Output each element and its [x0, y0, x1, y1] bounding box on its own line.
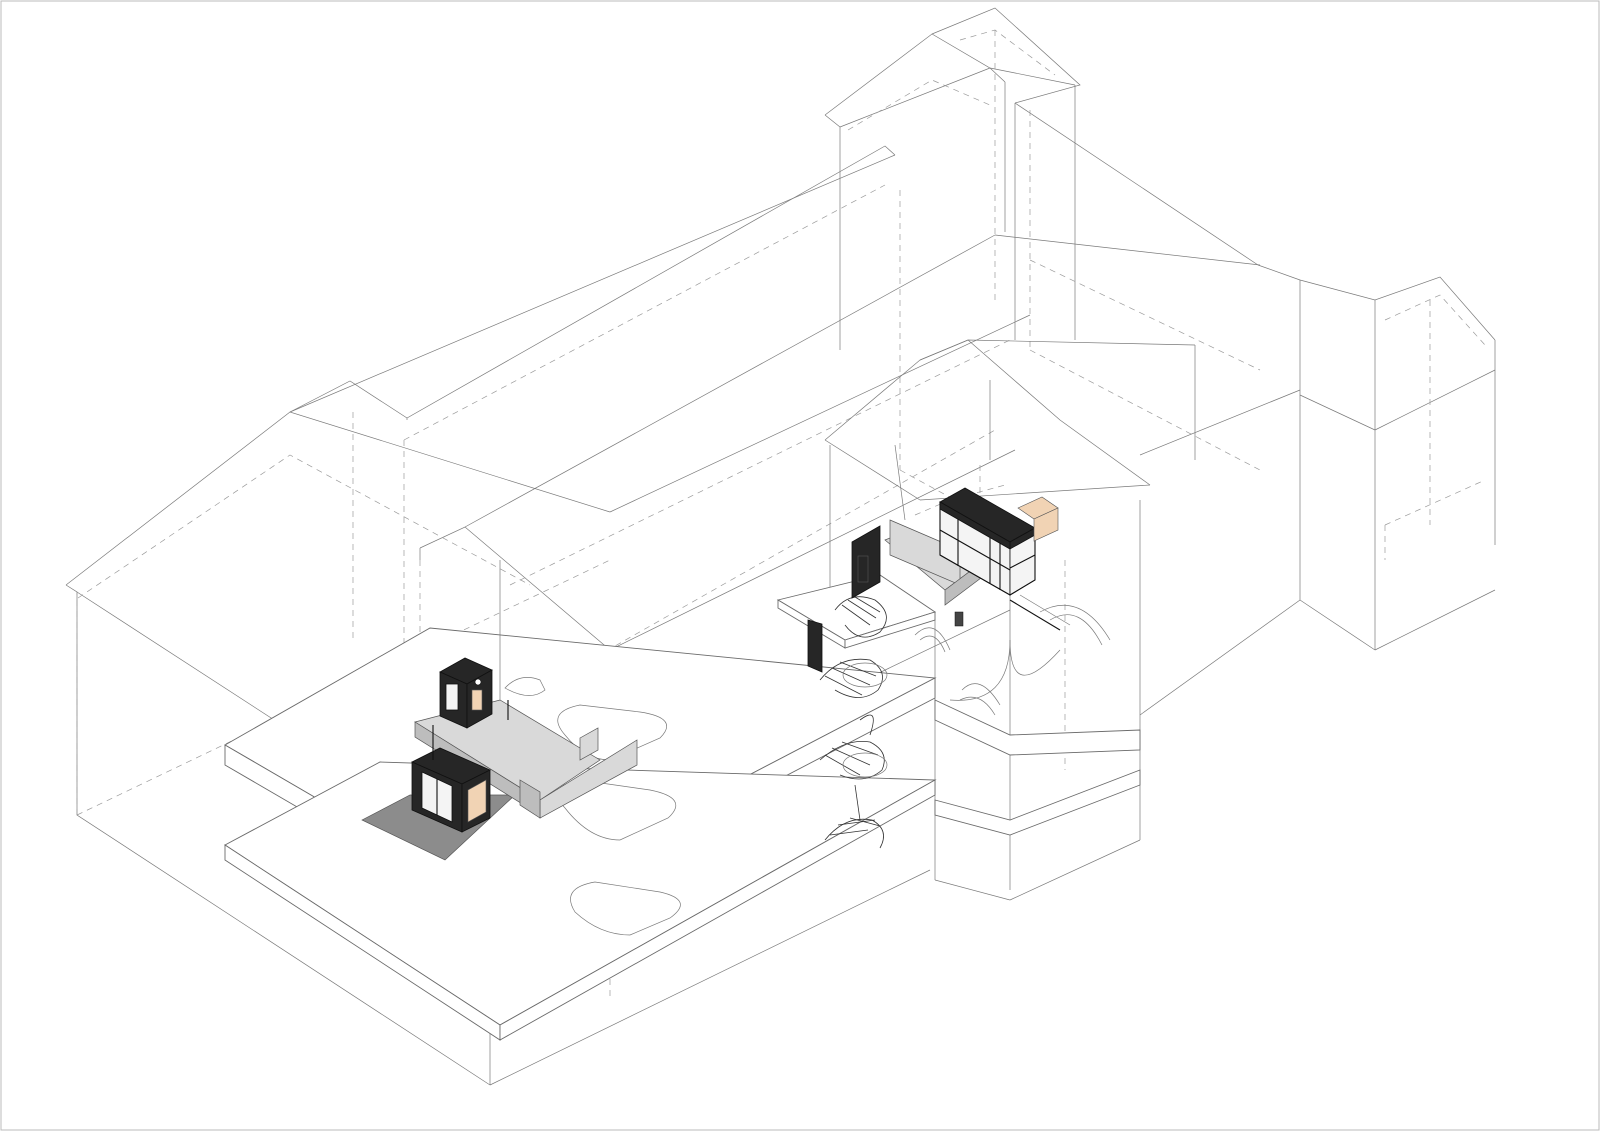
slab-opening-3 — [570, 881, 681, 936]
slab-opening-4 — [504, 677, 546, 696]
left-insert — [361, 560, 638, 861]
rear-tower-outline — [824, 7, 1261, 471]
right-insert — [807, 380, 1071, 673]
right-wing-outline — [1139, 264, 1496, 716]
floor-slabs — [224, 574, 1141, 1041]
door-panel-upper — [851, 525, 881, 599]
screen-panel — [579, 727, 599, 761]
spiral-stair-lower — [819, 741, 885, 780]
tower-slab-lower — [934, 769, 1141, 836]
tower-slab-upper — [934, 699, 1141, 756]
wood-panel — [467, 779, 487, 823]
spiral-stair-bottom — [824, 818, 884, 849]
door-panel-lower — [807, 619, 823, 673]
vaulted-arches — [914, 604, 1111, 716]
spiral-stair-mid — [819, 658, 883, 698]
